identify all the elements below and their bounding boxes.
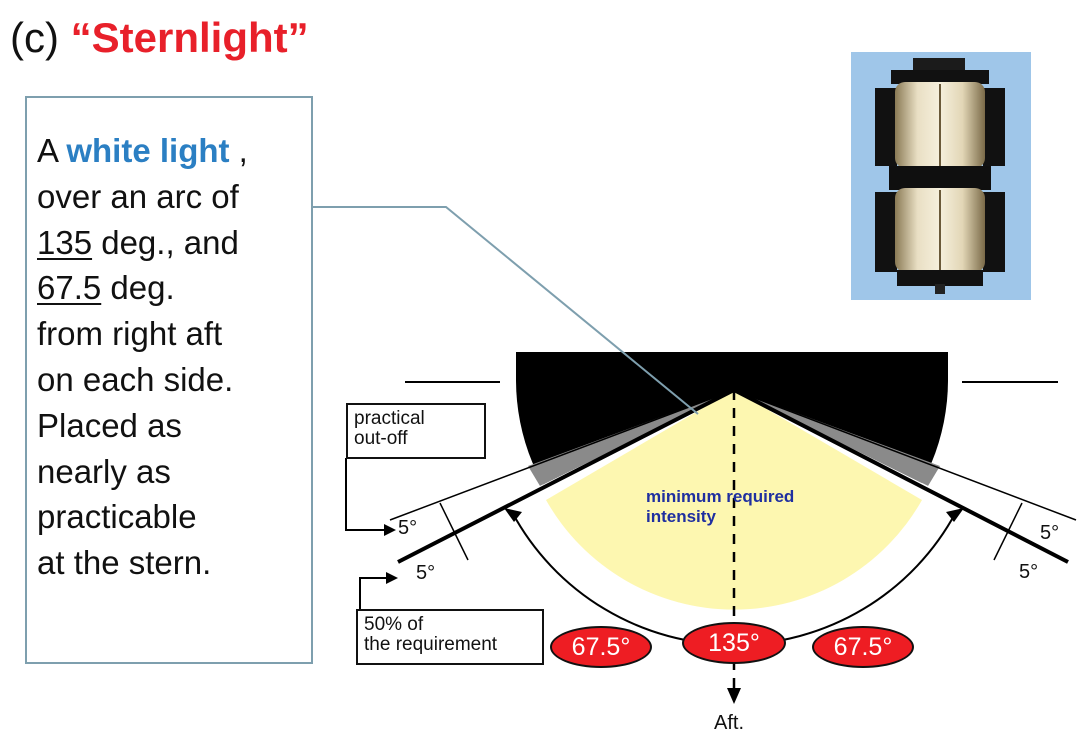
deg-right-upper: 5° [1040, 522, 1060, 544]
description-box: A white light , over an arc of 135 deg.,… [25, 96, 313, 664]
desc-line-9: practicable [37, 498, 197, 536]
boundary-ray-left [397, 388, 735, 564]
dim-tick-left [439, 502, 469, 561]
minimum-intensity-label: minimum required intensity [646, 487, 794, 527]
desc-line-1: A white light , [37, 128, 305, 174]
cutoff-arrow [345, 458, 384, 531]
practical-cutoff-label: practical out-off [346, 403, 486, 459]
deg-left-lower: 5° [416, 562, 436, 584]
cutoff-ray-left [389, 389, 735, 521]
title-prefix: (c) [10, 14, 71, 61]
cutoff-ray-right [733, 389, 1077, 521]
arc-arrow-left [504, 508, 522, 522]
desc-line-10: at the stern. [37, 544, 212, 582]
cutoff-label-line: out-off [354, 428, 408, 449]
fifty-arrowhead [386, 572, 398, 584]
fifty-label-line: the requirement [364, 634, 498, 655]
desc-line-7: Placed as [37, 406, 182, 444]
desc-line-6: on each side. [37, 360, 234, 398]
arc-value-135: 135 [37, 223, 93, 261]
fifty-label-line: 50% of [364, 614, 424, 635]
desc-text: deg. [101, 269, 175, 307]
inner-label-line: minimum required [646, 487, 795, 506]
cutoff-arrowhead [384, 524, 396, 536]
cutoff-sector-left [528, 390, 734, 486]
fifty-percent-label: 50% of the requirement [356, 609, 544, 665]
slide-title: (c) “Sternlight” [10, 14, 309, 62]
arc-arrow-right [946, 508, 964, 522]
desc-line-4: 67.5 deg. [37, 265, 305, 311]
dim-tick-right [993, 502, 1023, 561]
cutoff-sector-right [734, 390, 940, 486]
desc-text: deg., and [92, 223, 239, 261]
cutoff-label-line: practical [354, 408, 425, 429]
deg-right-lower: 5° [1019, 561, 1039, 583]
desc-line-5: from right aft [37, 315, 223, 353]
white-light-highlight: white light [66, 132, 230, 169]
arc-oval-left: 67.5° [550, 626, 652, 668]
arc-value-67-5: 67.5 [37, 269, 102, 307]
callout-leader [313, 206, 699, 415]
title-name: “Sternlight” [70, 14, 309, 61]
desc-line-3: 135 deg., and [37, 220, 305, 266]
arc-oval-center: 135° [682, 622, 786, 664]
desc-text: , [229, 132, 248, 169]
arc-oval-right: 67.5° [812, 626, 914, 668]
desc-line-8: nearly as [37, 452, 171, 490]
sternlight-photo [851, 52, 1031, 300]
inner-label-line: intensity [646, 507, 716, 526]
fifty-arrow [359, 577, 386, 612]
desc-line-2: over an arc of [37, 177, 239, 215]
aft-label: Aft. [714, 712, 745, 734]
aft-arrowhead [727, 688, 741, 704]
lantern-image [875, 58, 1005, 294]
deg-left-upper: 5° [398, 517, 418, 539]
boundary-ray-right [733, 388, 1069, 564]
desc-text: A [37, 132, 67, 169]
